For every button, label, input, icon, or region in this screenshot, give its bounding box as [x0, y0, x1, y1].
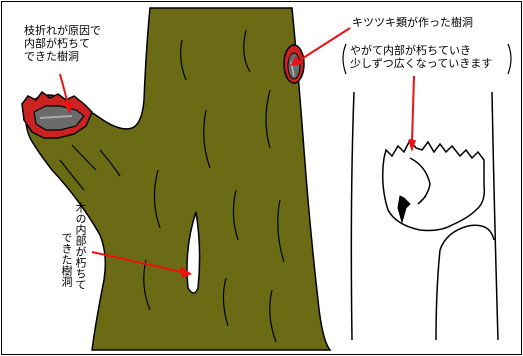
branch-label: 枝折れが原因で 内部が朽ちて できた樹洞 — [24, 24, 101, 63]
inner-rot-slit — [186, 211, 201, 294]
annotation-arrows — [59, 27, 416, 278]
woodpecker-label: キツツキ類が作った樹洞 — [352, 16, 473, 29]
inner-rot-label-col1: 木の内部が朽ちて — [74, 202, 87, 290]
note-brackets — [342, 43, 512, 75]
note-label: やがて内部が朽ちていき 少しずつ広くなっていきます — [350, 44, 493, 70]
cross-section-tree — [350, 91, 499, 341]
tree-trunk — [25, 7, 332, 351]
branch-cavity — [21, 90, 93, 139]
inner-rot-label-col2: できた樹洞 — [60, 232, 73, 287]
bird-silhouette — [397, 195, 411, 224]
cavity-outline — [381, 138, 486, 232]
